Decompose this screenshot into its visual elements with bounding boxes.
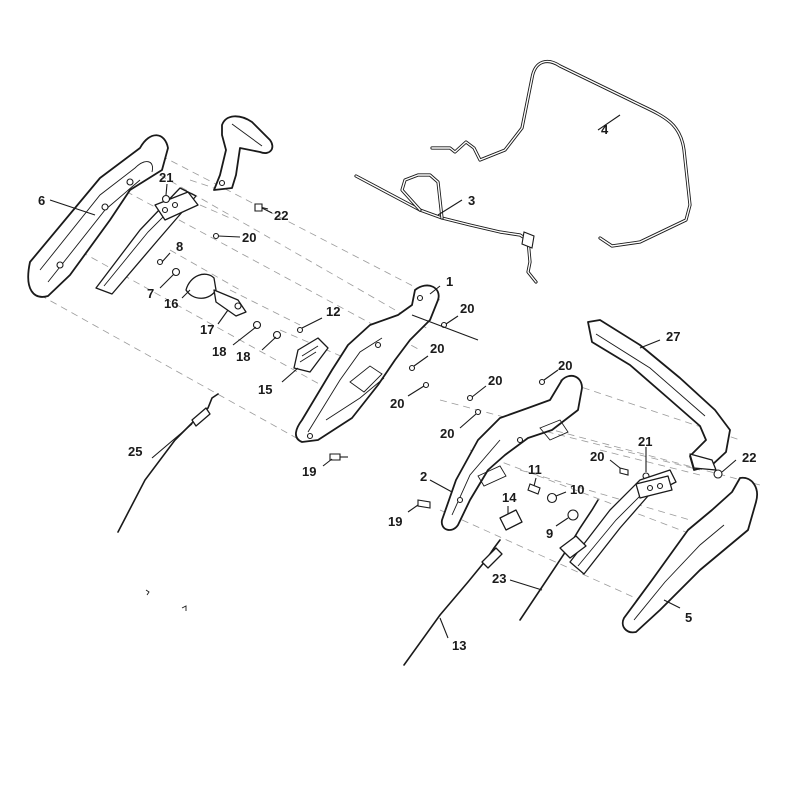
lower-control-cable: [403, 539, 503, 666]
left-handle-bar: [95, 187, 199, 295]
callout-13: 13: [452, 638, 466, 653]
callout-20d: 20: [390, 396, 404, 411]
right-handle-grip: [587, 319, 731, 471]
left-control-cable: [117, 393, 219, 533]
right-control-cable: [519, 499, 599, 621]
callout-25: 25: [128, 444, 142, 459]
callout-3: 3: [468, 193, 475, 208]
callout-18b: 18: [236, 349, 250, 364]
left-fasteners: [156, 194, 304, 340]
stray-marks: [145, 589, 187, 611]
center-fasteners: [329, 321, 448, 461]
leader-lines: [49, 114, 737, 639]
right-console-housing: [440, 374, 583, 531]
callout-20e: 20: [558, 358, 572, 373]
callout-18a: 18: [212, 344, 226, 359]
lower-bail-wire: [354, 173, 538, 284]
left-handle-cover: [27, 134, 169, 298]
callout-10: 10: [570, 482, 584, 497]
callout-14: 14: [502, 490, 517, 505]
callout-20g: 20: [440, 426, 454, 441]
callout-27: 27: [666, 329, 680, 344]
callout-16: 16: [164, 296, 178, 311]
callout-22a: 22: [274, 208, 288, 223]
callout-21b: 21: [638, 434, 652, 449]
upper-bail-wire: [430, 59, 692, 248]
callout-5: 5: [685, 610, 692, 625]
callout-19b: 19: [388, 514, 402, 529]
callout-17: 17: [200, 322, 214, 337]
right-handle-bar: [569, 469, 677, 575]
callout-labels: 1 2 3 4 5 6 7 8 9 10 11 12 13 14 15 16 1…: [38, 122, 756, 653]
callout-9: 9: [546, 526, 553, 541]
callout-19a: 19: [302, 464, 316, 479]
callout-2: 2: [420, 469, 427, 484]
callout-21a: 21: [159, 170, 173, 185]
callout-4: 4: [601, 122, 609, 137]
callout-23: 23: [492, 571, 506, 586]
callout-11: 11: [528, 462, 542, 477]
callout-15: 15: [258, 382, 272, 397]
callout-20f: 20: [488, 373, 502, 388]
switch-block: [293, 337, 329, 373]
callout-12: 12: [326, 304, 340, 319]
callout-6: 6: [38, 193, 45, 208]
callout-20h: 20: [590, 449, 604, 464]
center-console-housing: [295, 284, 440, 443]
right-handle-cover: [621, 476, 758, 634]
callout-22b: 22: [742, 450, 756, 465]
callout-7: 7: [147, 286, 154, 301]
left-handle-grip: [213, 115, 274, 191]
right-fasteners: [417, 378, 723, 531]
callout-20b: 20: [460, 301, 474, 316]
callout-8: 8: [176, 239, 183, 254]
callout-20c: 20: [430, 341, 444, 356]
callout-1: 1: [446, 274, 453, 289]
callout-20a: 20: [242, 230, 256, 245]
